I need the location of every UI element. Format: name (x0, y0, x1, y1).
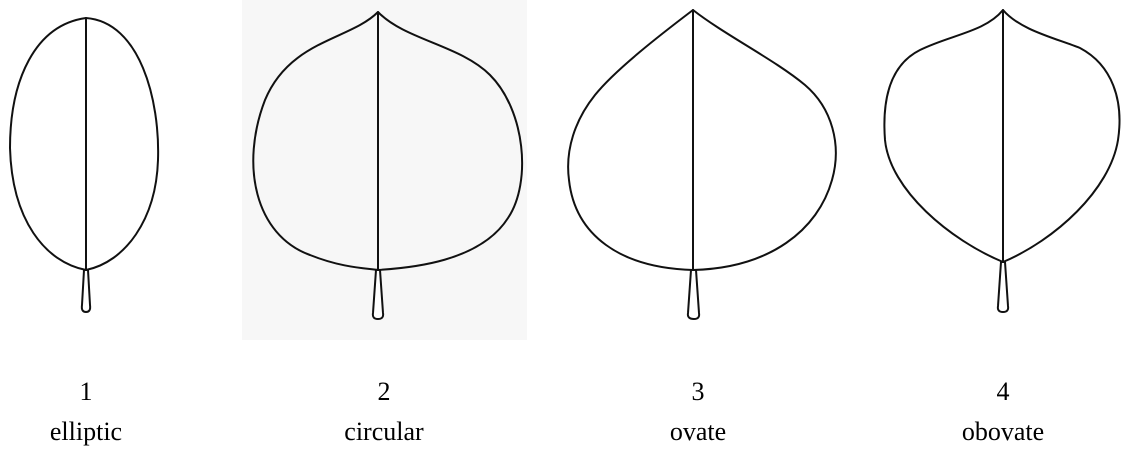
leaf-obovate: 4 obovate (883, 9, 1121, 446)
leaf-ovate: 3 ovate (567, 9, 837, 446)
leaf-name-elliptic: elliptic (50, 417, 122, 446)
leaf-name-ovate: ovate (670, 417, 726, 446)
leaf-circular: 2 circular (242, 0, 527, 446)
petiole-obovate (996, 261, 1010, 313)
leaf-name-obovate: obovate (962, 417, 1044, 446)
leaf-outline-obovate (883, 9, 1121, 263)
petiole-ovate (686, 269, 701, 320)
leaf-name-circular: circular (344, 417, 424, 446)
leaf-number-3: 3 (692, 377, 705, 406)
leaf-elliptic: 1 elliptic (9, 17, 160, 446)
leaf-panel-circular (242, 0, 527, 340)
leaf-number-1: 1 (80, 377, 93, 406)
petiole-circular (371, 269, 385, 320)
leaf-number-2: 2 (378, 377, 391, 406)
petiole-elliptic (80, 269, 92, 313)
leaf-outline-ovate (567, 9, 837, 271)
leaf-outline-elliptic (9, 17, 160, 271)
leaf-number-4: 4 (997, 377, 1010, 406)
